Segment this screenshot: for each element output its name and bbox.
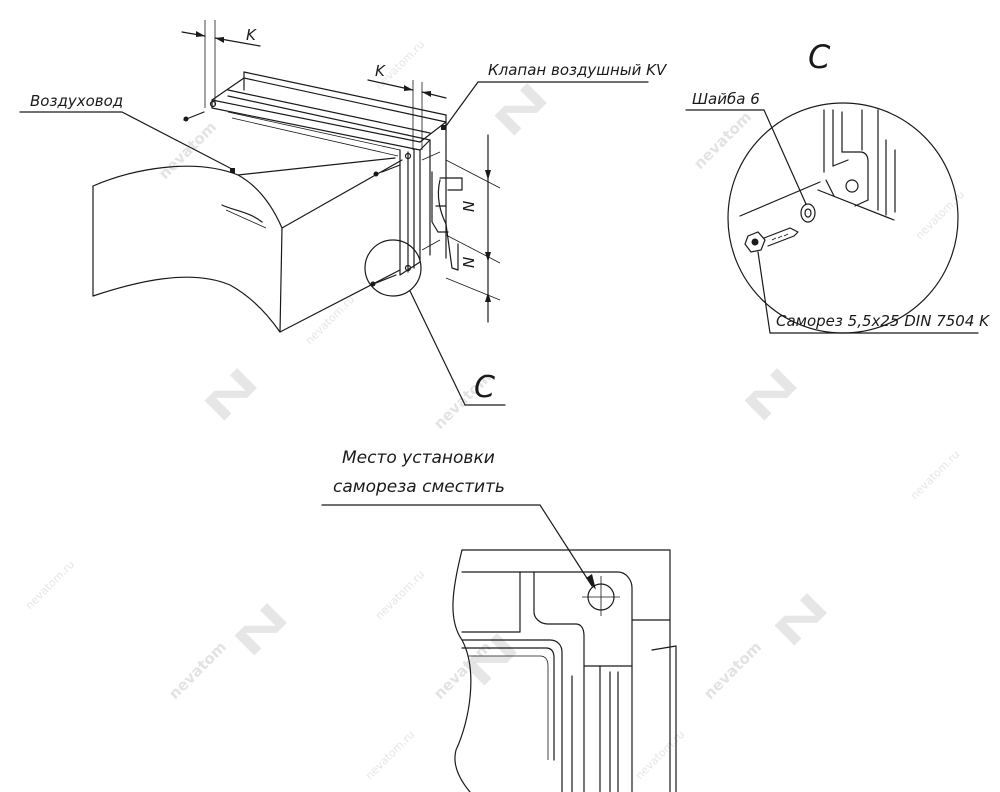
main-assembly: C K K — [19, 20, 668, 406]
detail-c-marker: C — [364, 239, 506, 406]
watermark-brand: nevatom — [165, 638, 230, 703]
watermark-logo — [744, 368, 797, 421]
detail-c-content — [739, 109, 896, 253]
dimension-n: N N — [445, 134, 501, 323]
detail-c-view: C — [685, 38, 990, 334]
dimension-k-right: K — [367, 62, 447, 150]
watermark-logo — [774, 593, 827, 646]
watermark-logo — [204, 368, 257, 421]
air-valve — [183, 71, 463, 287]
watermark-brand: nevatom — [700, 638, 765, 703]
screw-label: Саморез 5,5x25 DIN 7504 K — [776, 312, 990, 330]
watermark-url: nevatom.ru — [908, 448, 962, 502]
relocate-label-line2: самореза сместить — [333, 477, 505, 497]
watermark-url: nevatom.ru — [363, 728, 417, 782]
watermark-brand: nevatom — [155, 118, 220, 183]
watermark-url: nevatom.ru — [23, 558, 77, 612]
relocate-label-line1: Место установки — [342, 448, 495, 468]
duct-label: Воздуховод — [30, 92, 123, 110]
watermark-url: nevatom.ru — [913, 188, 967, 242]
watermark-url: nevatom.ru — [303, 293, 357, 347]
valve-callout: Клапан воздушный KV — [445, 61, 668, 127]
detail-c-ref-label: C — [474, 370, 495, 405]
washer-label: Шайба 6 — [692, 90, 760, 108]
valve-label: Клапан воздушный KV — [488, 61, 668, 79]
duct-callout: Воздуховод — [19, 92, 231, 169]
washer-callout: Шайба 6 — [685, 90, 807, 205]
watermark-url: nevatom.ru — [373, 568, 427, 622]
dimension-k-top: K — [181, 20, 261, 108]
dimension-n-upper-label: N — [460, 201, 478, 212]
watermark-logo — [234, 603, 287, 656]
relocate-callout: Место установки самореза сместить — [321, 448, 596, 590]
dimension-k-top-label: K — [246, 26, 257, 44]
corner-detail-view: Место установки самореза сместить — [321, 448, 677, 792]
watermark-brand: nevatom — [690, 108, 755, 173]
watermark-url: nevatom.ru — [633, 728, 687, 782]
watermark-layer: nevatom nevatom nevatom nevatom nevatom … — [23, 38, 967, 782]
watermark-logo — [464, 633, 517, 686]
watermark-logo — [494, 83, 547, 136]
dimension-n-lower-label: N — [460, 257, 478, 268]
duct — [92, 157, 403, 333]
detail-c-title: C — [808, 38, 831, 76]
dimension-k-right-label: K — [375, 62, 386, 80]
screw-callout: Саморез 5,5x25 DIN 7504 K — [757, 251, 990, 334]
